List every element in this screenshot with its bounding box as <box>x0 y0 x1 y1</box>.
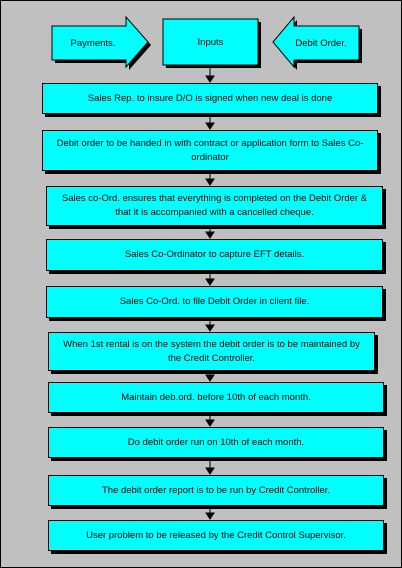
debit-order-arrow-shape <box>272 15 360 69</box>
step-6-box: When 1st rental is on the system the deb… <box>48 332 375 371</box>
debit-order-label: Debit Order. <box>295 37 347 49</box>
connector-arrowhead-4 <box>205 231 215 239</box>
connector-arrowhead-1 <box>205 75 215 83</box>
step-4-box: Sales Co-Ordinator to capture EFT detail… <box>46 239 383 271</box>
connector-arrowhead-6 <box>205 324 215 332</box>
step-2-box: Debit order to be handed in with contrac… <box>42 130 378 171</box>
inputs-label: Inputs <box>197 36 224 48</box>
connector-arrowhead-9 <box>205 467 215 475</box>
step-8-box: Do debit order run on 10th of each month… <box>48 427 384 458</box>
step-1-box: Sales Rep. to insure D/O is signed when … <box>42 83 378 114</box>
connector-arrowhead-5 <box>205 278 215 286</box>
connector-arrowhead-7 <box>205 374 215 382</box>
step-5-box: Sales Co-Ord. to file Debit Order in cli… <box>46 286 383 318</box>
connector-arrowhead-2 <box>205 122 215 130</box>
step-9-box: The debit order report is to be run by C… <box>48 475 384 506</box>
connector-arrowhead-8 <box>205 419 215 427</box>
payments-label: Payments. <box>70 37 116 49</box>
payments-arrow-shape <box>51 15 149 69</box>
step-7-box: Maintain deb.ord. before 10th of each mo… <box>48 382 384 413</box>
step-10-box: User problem to be released by the Credi… <box>48 520 384 551</box>
connector-arrowhead-10 <box>205 512 215 520</box>
inputs-box-shape <box>162 18 259 66</box>
connector-arrowhead-3 <box>205 178 215 186</box>
step-3-box: Sales co-Ord. ensures that everything is… <box>46 186 383 226</box>
